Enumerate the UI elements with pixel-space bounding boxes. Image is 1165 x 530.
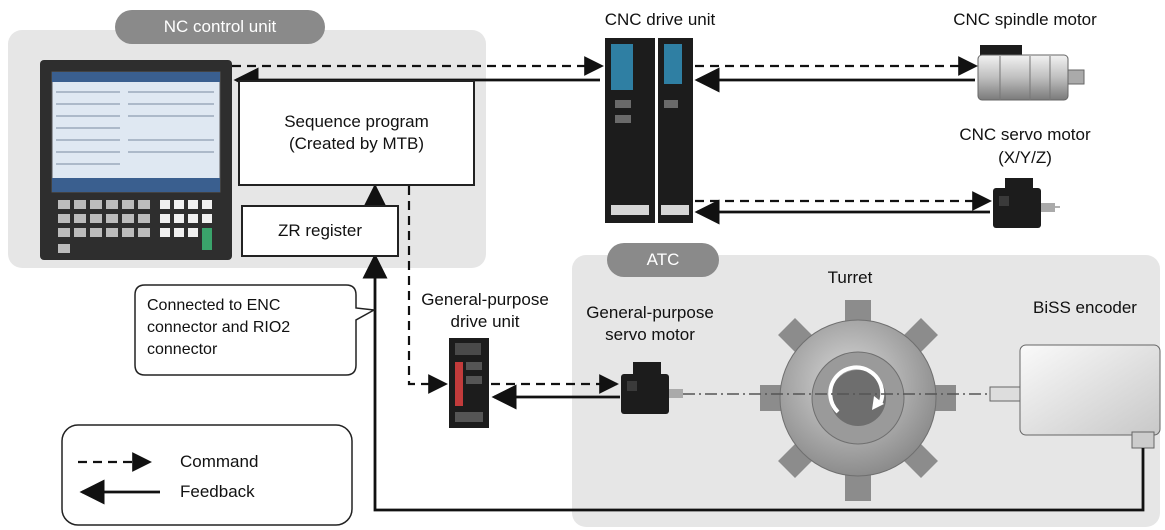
connections [232,56,1145,512]
cnc-spindle-motor-device [977,45,1085,101]
cnc-servo-motor-label-line1: CNC servo motor [959,125,1091,144]
callout-line1: Connected to ENC [147,297,281,314]
atc-title: ATC [607,243,719,277]
gp-drive-unit-device [449,338,489,428]
callout-line2: connector and RIO2 [147,319,291,336]
callout-line3: connector [147,341,218,358]
cnc-drive-unit-device [605,38,693,223]
turret-label: Turret [827,268,873,287]
legend-box [61,424,353,526]
gp-servo-motor-label-line1: General-purpose [586,303,714,322]
legend-feedback-label: Feedback [180,482,255,501]
turret-device [760,300,956,501]
sequence-program-line1: Sequence program [284,112,429,131]
callout-bubble [134,284,377,376]
gp-servo-motor-device [621,362,683,414]
zr-register-label: ZR register [277,221,363,240]
nc-unit-title: NC control unit [115,10,325,44]
gp-drive-unit-label-line1: General-purpose [421,290,549,309]
biss-encoder-label: BiSS encoder [1033,298,1137,317]
sequence-program-box: Sequence program (Created by MTB) [238,80,475,186]
biss-encoder-device [989,344,1161,449]
zr-register-box: ZR register [241,205,399,257]
cnc-servo-motor-label-line2: (X/Y/Z) [998,148,1052,167]
cnc-drive-unit-label: CNC drive unit [604,10,716,29]
gp-drive-unit-label-line2: drive unit [450,312,520,331]
cnc-spindle-motor-label: CNC spindle motor [953,10,1097,29]
legend-command-label: Command [180,452,259,471]
cnc-servo-motor-device [993,178,1060,228]
sequence-program-line2: (Created by MTB) [288,134,425,153]
gp-servo-motor-label-line2: servo motor [605,325,695,344]
nc-operator-panel [40,60,232,260]
